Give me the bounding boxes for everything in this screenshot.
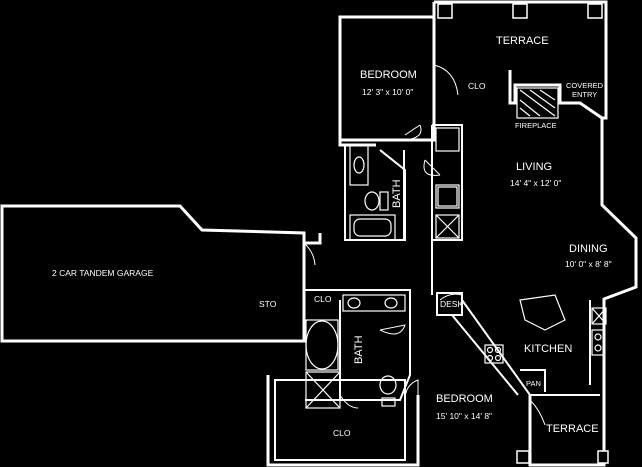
terrace-top-label: TERRACE — [496, 35, 549, 47]
covered-entry-label-line1: COVERED — [566, 81, 604, 90]
fireplace-symbol — [516, 87, 559, 119]
covered-entry-label-line2: ENTRY — [572, 90, 597, 99]
terrace-bottom-label: TERRACE — [546, 423, 599, 435]
living-label: LIVING — [516, 161, 552, 173]
clo-mid-label: CLO — [314, 294, 332, 304]
sto-label: STO — [259, 299, 277, 309]
kitchen-fixtures — [484, 294, 607, 364]
living-size-label: 14' 4" x 12' 0" — [510, 178, 561, 188]
terrace-posts — [437, 3, 609, 464]
pantry-label: PAN — [526, 379, 541, 388]
desk-label: DESK — [440, 299, 463, 309]
dining-label: DINING — [569, 243, 608, 255]
room-labels: TERRACE BEDROOM 12' 3" x 10' 0" CLO COVE… — [52, 35, 612, 438]
kitchen-label: KITCHEN — [524, 343, 572, 355]
bedroom2-label: BEDROOM — [436, 393, 493, 405]
bath2-fixtures — [305, 294, 406, 409]
garage-label: 2 CAR TANDEM GARAGE — [52, 268, 154, 278]
laundry-fixtures — [435, 127, 460, 239]
bedroom2-size-label: 15' 10" x 14' 8" — [436, 411, 492, 421]
bath2-label: BATH — [353, 335, 365, 364]
clo-bottom-label: CLO — [333, 428, 351, 438]
bedroom1-size-label: 12' 3" x 10' 0" — [362, 87, 413, 97]
bath1-label: BATH — [391, 179, 403, 208]
interior-walls — [274, 124, 600, 465]
door-swings — [303, 64, 546, 426]
clo-top-label: CLO — [468, 81, 486, 91]
bedroom1-label: BEDROOM — [360, 69, 417, 81]
bath1-fixtures — [349, 144, 396, 241]
fireplace-label: FIREPLACE — [515, 121, 557, 130]
dining-size-label: 10' 0" x 8' 8" — [565, 259, 612, 269]
